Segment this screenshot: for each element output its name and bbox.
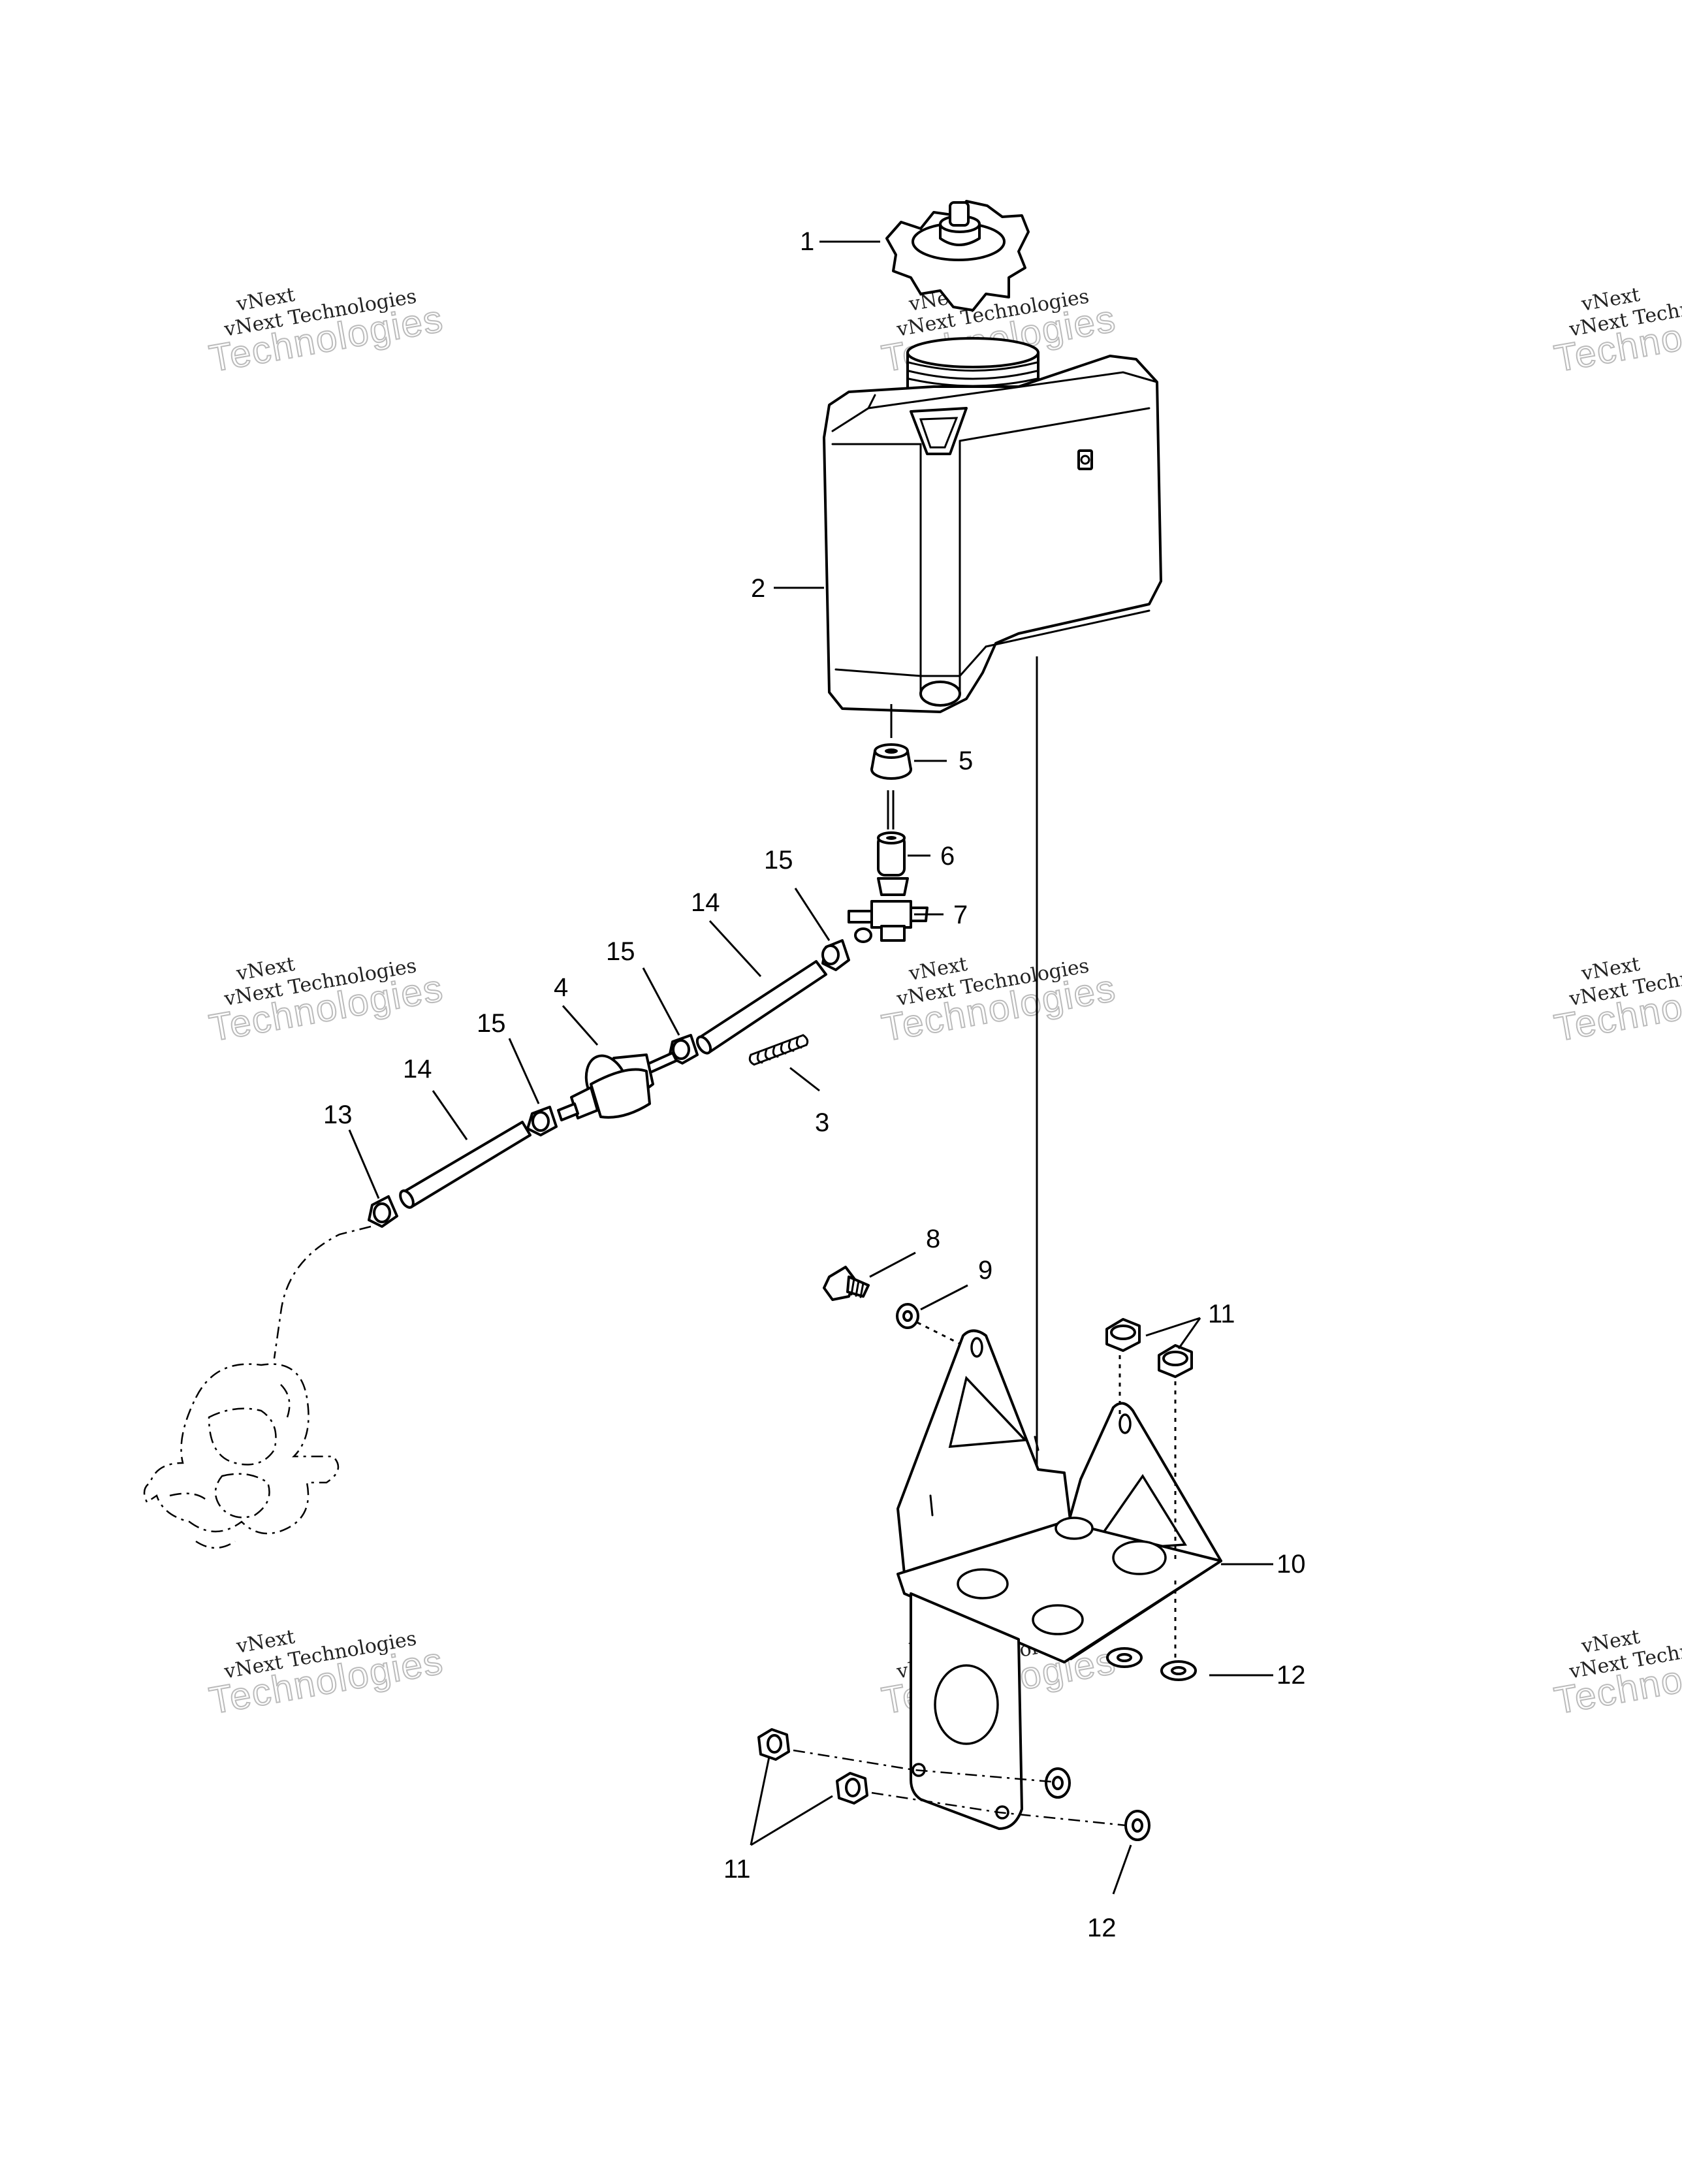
fuel-filter xyxy=(557,1052,678,1121)
watermark-mid-left: Technologies vNext vNext Technologies xyxy=(206,953,447,1050)
grommet xyxy=(870,743,912,780)
mounting-bracket xyxy=(897,1329,1222,1830)
hose-lower xyxy=(399,1121,532,1209)
oil-pump-phantom xyxy=(143,1363,340,1549)
bolt xyxy=(823,1266,870,1301)
callout-11a: 11 xyxy=(1208,1300,1235,1328)
callout-14a: 14 xyxy=(691,888,720,917)
washer-right-b xyxy=(1160,1660,1197,1681)
callout-14b: 14 xyxy=(403,1055,432,1084)
callout-3: 3 xyxy=(815,1108,829,1137)
watermark-bottom-left: Technologies vNext vNext Technologies xyxy=(206,1626,447,1723)
washer-right-a xyxy=(1106,1647,1143,1668)
spring xyxy=(748,1034,809,1066)
callout-labels: 1 2 5 6 7 15 14 15 4 15 14 13 3 8 9 11 1… xyxy=(323,227,1306,1942)
callout-6: 6 xyxy=(940,842,955,871)
callout-12a: 12 xyxy=(1277,1661,1306,1690)
watermark-top-left: Technologies vNext vNext Technologies xyxy=(206,283,447,381)
watermark-mid-center: Technologies vNext vNext Technologies xyxy=(878,953,1120,1050)
callout-12b: 12 xyxy=(1087,1914,1117,1942)
leader-lines xyxy=(348,240,1273,1895)
filler-cap xyxy=(885,200,1030,312)
nut-upper-left xyxy=(1105,1318,1141,1352)
callout-7: 7 xyxy=(953,901,968,929)
washer-side-a xyxy=(1045,1767,1071,1799)
watermark-mid-right: Technologies vNext vNext Technologies xyxy=(1551,953,1682,1050)
nut-path-4 xyxy=(871,1791,1127,1827)
routing-line xyxy=(273,1225,372,1359)
watermark-top-right: Technologies vNext vNext Technologies xyxy=(1551,283,1682,381)
nut-lower-a xyxy=(757,1728,790,1761)
callout-15c: 15 xyxy=(477,1009,506,1038)
callout-15b: 15 xyxy=(606,937,635,966)
clamp-middle xyxy=(668,1034,699,1065)
callout-13: 13 xyxy=(323,1100,353,1129)
bolt-path xyxy=(917,1321,964,1347)
callout-2: 2 xyxy=(751,574,765,603)
callout-15a: 15 xyxy=(764,846,793,875)
callout-11b: 11 xyxy=(723,1855,751,1884)
washer-side-b xyxy=(1124,1810,1150,1841)
washer xyxy=(896,1303,919,1329)
nut-upper-right xyxy=(1158,1344,1193,1378)
hose-upper xyxy=(695,960,827,1055)
callout-5: 5 xyxy=(959,747,973,775)
callout-10: 10 xyxy=(1277,1550,1306,1579)
clamp-end xyxy=(368,1195,398,1228)
connector-sleeve xyxy=(877,831,906,876)
watermark-bottom-right: Technologies vNext vNext Technologies xyxy=(1551,1626,1682,1723)
nut-lower-b xyxy=(836,1772,868,1805)
oil-tank xyxy=(823,337,1162,738)
callout-4: 4 xyxy=(554,973,568,1002)
clamp-upper xyxy=(821,939,850,971)
shutoff-valve xyxy=(848,877,928,943)
callout-1: 1 xyxy=(800,227,814,256)
callout-8: 8 xyxy=(926,1225,940,1253)
callout-9: 9 xyxy=(978,1256,992,1285)
clamp-lower xyxy=(526,1106,558,1136)
